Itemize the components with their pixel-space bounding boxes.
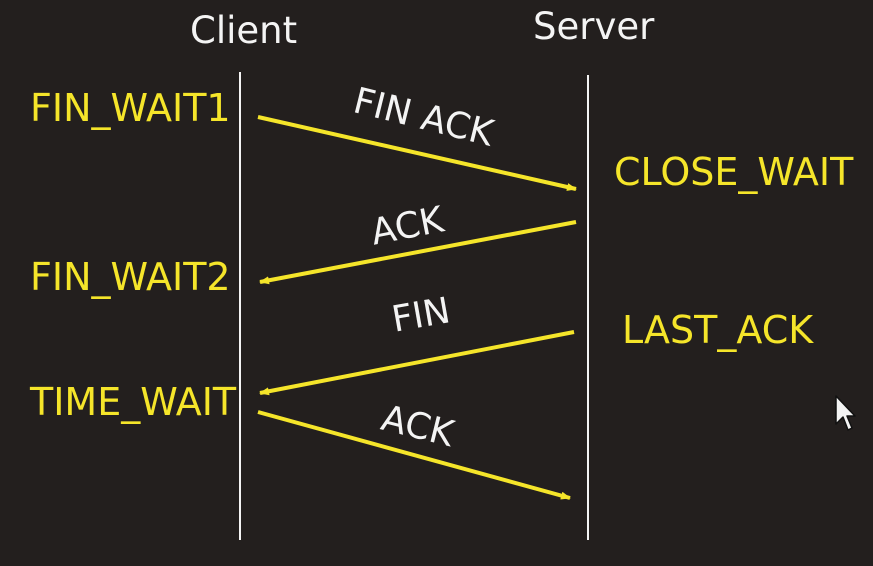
mouse-pointer-icon: [835, 395, 856, 431]
arrow-ack-2: [257, 410, 571, 500]
arrow-ack-1: [259, 220, 577, 285]
message-label-fin: FIN: [388, 290, 454, 341]
server-state-close-wait: CLOSE_WAIT: [614, 150, 854, 194]
arrow-fin: [259, 330, 575, 396]
server-header: Server: [533, 5, 655, 48]
client-header: Client: [190, 9, 298, 52]
client-state-fin-wait2: FIN_WAIT2: [30, 255, 231, 299]
client-state-time-wait: TIME_WAIT: [30, 380, 237, 424]
client-state-fin-wait1: FIN_WAIT1: [30, 86, 231, 130]
server-state-last-ack: LAST_ACK: [622, 308, 814, 352]
arrow-fin-ack: [257, 115, 577, 191]
